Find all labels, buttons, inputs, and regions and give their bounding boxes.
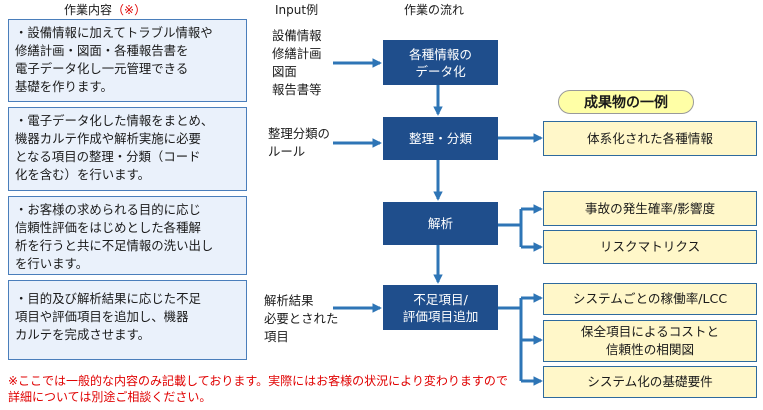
- input-line: 整理分類の: [268, 126, 330, 141]
- input-line: 図面: [272, 64, 297, 79]
- input-example-organize: 整理分類の ルール: [268, 125, 330, 161]
- result-line: 体系化された各種情報: [587, 130, 713, 146]
- result-line: システム化の基礎要件: [587, 374, 713, 389]
- step-line: データ化: [415, 63, 466, 79]
- step-organize: 整理・分類: [383, 117, 498, 160]
- task-column-header: 作業内容（※）: [64, 1, 146, 18]
- result-line: 信頼性の相関図: [605, 342, 695, 357]
- task-box-digitize: ・設備情報に加えてトラブル情報や 修繕計画・図面・各種報告書を 電子データ化し一…: [8, 19, 247, 102]
- task-line: ・電子データ化した情報をまとめ、: [15, 113, 214, 128]
- step-add-items: 不足項目/ 評価項目追加: [383, 285, 498, 330]
- task-line: ・目的及び解析結果に応じた不足: [15, 291, 201, 306]
- task-line: 化を含む）を行います。: [15, 167, 151, 182]
- input-line: 必要とされた: [264, 311, 339, 326]
- step-line: 不足項目/: [413, 291, 468, 307]
- results-title: 成果物の一例: [558, 90, 694, 114]
- task-line: 基礎を作ります。: [15, 79, 113, 94]
- footnote-line: ※ここでは一般的な内容のみ記載しております。実際にはお客様の状況により変わります…: [8, 374, 508, 388]
- result-systematized-info: 体系化された各種情報: [543, 121, 757, 156]
- task-header-mark: （※）: [112, 3, 147, 17]
- step-line: 整理・分類: [409, 131, 472, 146]
- flow-column-header: 作業の流れ: [404, 3, 465, 17]
- result-risk-matrix: リスクマトリクス: [543, 230, 757, 264]
- step-line: 評価項目追加: [402, 308, 479, 324]
- task-box-analyze: ・お客様の求められる目的に応じ 信頼性評価をはじめとした各種解 析を行うと共に不…: [8, 196, 247, 275]
- task-line: 機器カルテ作成や解析実施に必要: [15, 131, 201, 146]
- input-line: 修繕計画: [272, 46, 322, 61]
- result-line: 保全項目によるコストと: [580, 324, 720, 339]
- input-line: ルール: [268, 144, 306, 159]
- input-line: 項目: [264, 329, 289, 344]
- result-system-requirements: システム化の基礎要件: [543, 366, 757, 398]
- step-digitize: 各種情報の データ化: [383, 40, 498, 85]
- input-example-complete: 解析結果 必要とされた 項目: [264, 292, 338, 346]
- task-line: 修繕計画・図面・各種報告書を: [15, 43, 189, 58]
- result-probability-impact: 事故の発生確率/影響度: [543, 191, 757, 226]
- result-line: 事故の発生確率/影響度: [584, 200, 716, 216]
- task-line: 電子データ化し一元管理できる: [15, 61, 189, 76]
- task-box-complete: ・目的及び解析結果に応じた不足 項目や評価項目を追加し、機器 カルテを完成させま…: [8, 280, 247, 360]
- task-line: 項目や評価項目を追加し、機器: [15, 309, 189, 324]
- task-line: を行います。: [15, 256, 89, 271]
- input-line: 解析結果: [264, 293, 314, 308]
- footnote: ※ここでは一般的な内容のみ記載しております。実際にはお客様の状況により変わります…: [8, 373, 508, 405]
- result-availability-lcc: システムごとの稼働率/LCC: [543, 283, 757, 315]
- task-box-organize: ・電子データ化した情報をまとめ、 機器カルテ作成や解析実施に必要 となる項目の整…: [8, 107, 247, 191]
- step-analyze: 解析: [383, 202, 498, 245]
- input-column-header: Input例: [275, 3, 319, 17]
- input-example-digitize: 設備情報 修繕計画 図面 報告書等: [272, 27, 322, 99]
- result-line: リスクマトリクス: [599, 239, 701, 254]
- task-line: ・お客様の求められる目的に応じ: [15, 202, 201, 217]
- task-line: 析を行うと共に不足情報の洗い出し: [15, 238, 214, 253]
- task-header-label: 作業内容: [64, 3, 113, 17]
- task-line: 信頼性評価をはじめとした各種解: [15, 220, 201, 235]
- task-line: となる項目の整理・分類（コード: [15, 149, 201, 164]
- step-line: 解析: [427, 216, 454, 231]
- task-line: カルテを完成させます。: [15, 327, 151, 342]
- step-line: 各種情報の: [409, 46, 472, 62]
- input-line: 設備情報: [272, 28, 322, 43]
- footnote-line: 詳細については別途ご相談ください。: [8, 390, 212, 404]
- input-line: 報告書等: [272, 82, 322, 97]
- result-line: システムごとの稼働率/LCC: [572, 291, 728, 306]
- task-line: ・設備情報に加えてトラブル情報や: [15, 25, 213, 40]
- result-cost-reliability: 保全項目によるコストと 信頼性の相関図: [543, 320, 757, 362]
